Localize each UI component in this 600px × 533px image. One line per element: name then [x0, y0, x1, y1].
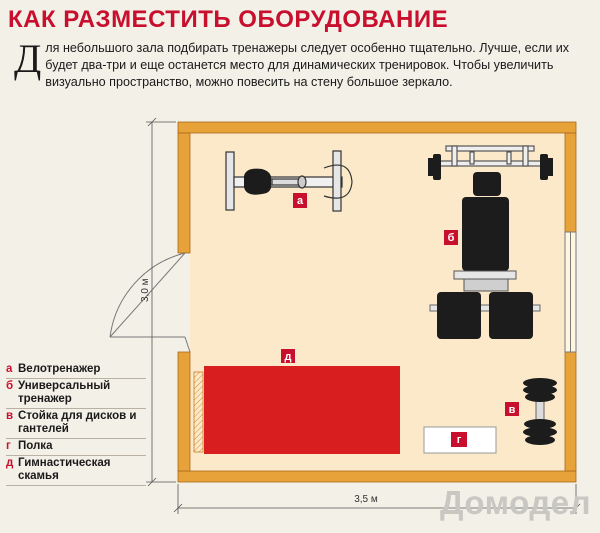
svg-text:г: г [457, 434, 462, 446]
height-label: 3,0 м [140, 278, 151, 302]
dimension-height [146, 117, 176, 487]
universal-trainer [428, 145, 553, 339]
bench-support [193, 371, 204, 453]
marker-g: г [451, 432, 467, 447]
gymnastic-mat [204, 366, 400, 454]
page-title: КАК РАЗМЕСТИТЬ ОБОРУДОВАНИЕ [8, 6, 449, 33]
wall-left-upper [177, 132, 191, 254]
svg-text:в: в [509, 404, 516, 416]
marker-v: в [505, 402, 519, 416]
door [109, 252, 191, 353]
marker-d: д [281, 349, 295, 363]
dumbbell-rack [523, 378, 557, 445]
intro-dropcap: Д [14, 36, 42, 81]
dimension-width [173, 484, 581, 514]
window [564, 231, 577, 353]
marker-b: б [444, 230, 458, 245]
bike-seat [244, 168, 272, 195]
svg-text:а: а [297, 195, 304, 207]
wall-left-lower [177, 351, 191, 472]
watermark: Домодел [440, 484, 592, 521]
svg-text:д: д [285, 351, 292, 363]
wall-top [177, 121, 577, 134]
svg-text:б: б [448, 232, 455, 244]
intro-text: ля небольшого зала подбирать тренажеры с… [45, 41, 570, 89]
wall-bottom [177, 470, 577, 483]
exercise-bike [225, 150, 353, 212]
width-label: 3,5 м [354, 494, 378, 505]
marker-a: а [293, 193, 307, 208]
